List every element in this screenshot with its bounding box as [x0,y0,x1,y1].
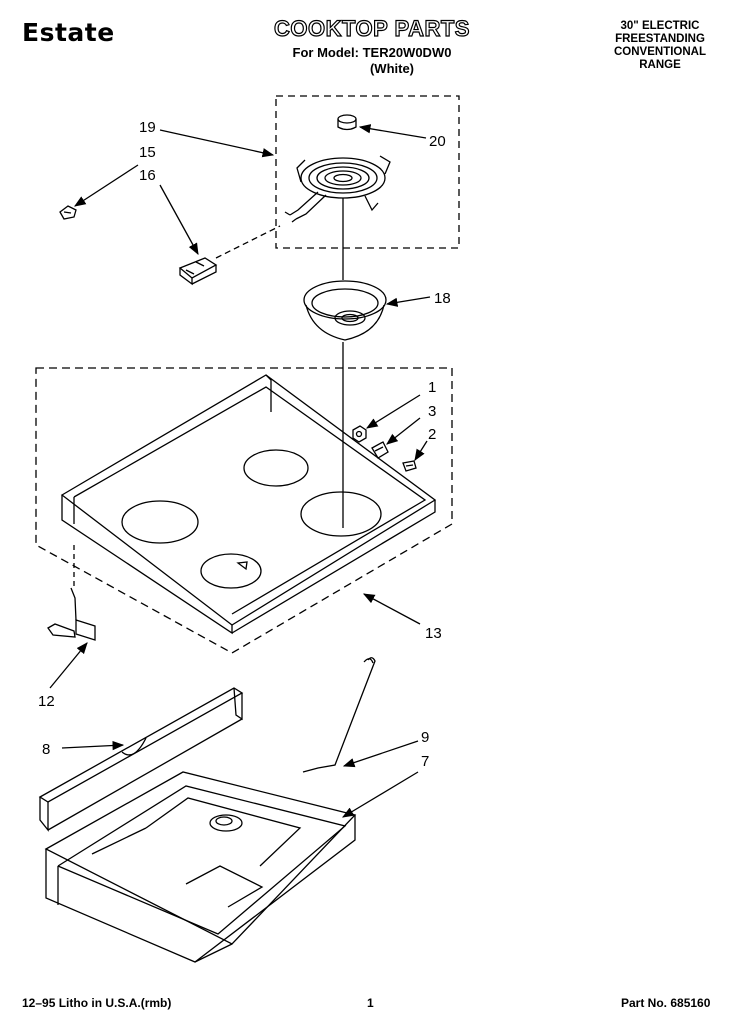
part-2-screw [402,460,417,472]
part-15-clip [59,205,77,220]
model-info: For Model: TER20W0DW0 (White) [262,45,482,77]
desc-line-4: RANGE [639,59,681,71]
callout-18: 18 [434,290,451,307]
callout-16: 16 [139,167,156,184]
part-number: Part No. 685160 [621,996,711,1010]
part-1-nut [352,425,367,443]
callout-1: 1 [428,379,436,396]
part-12-bracket [47,587,96,641]
part-20-terminal-block [337,114,357,131]
desc-line-3: CONVENTIONAL [614,46,706,58]
callout-19: 19 [139,119,156,136]
model-line: For Model: TER20W0DW0 [292,45,452,60]
color-line: (White) [369,61,415,76]
part-13-cooktop [60,374,437,635]
part-18-drip-bowl [303,280,387,341]
part-16-receptacle [178,257,218,286]
element-group-box [275,95,460,249]
callout-15: 15 [139,144,156,161]
callout-9: 9 [421,729,429,746]
part-7-burner-box [44,771,357,963]
part-8-brace [38,687,244,832]
part-19-surface-element [284,155,391,223]
page-number: 1 [367,996,374,1010]
desc-line-2: FREESTANDING [615,33,705,45]
page-title: COOKTOP PARTS [273,15,470,41]
callout-7: 7 [421,753,429,770]
part-9-rod [302,657,376,773]
desc-line-1: 30" ELECTRIC [620,20,700,32]
callout-13: 13 [425,625,442,642]
part-3-bracket [371,441,389,459]
callout-20: 20 [429,133,446,150]
callout-2: 2 [428,426,436,443]
brand-logo: Estate [22,18,115,47]
print-info: 12–95 Litho in U.S.A.(rmb) [22,996,172,1010]
appliance-description: 30" ELECTRIC FREESTANDING CONVENTIONAL R… [590,20,730,72]
callout-8: 8 [42,741,50,758]
callout-3: 3 [428,403,436,420]
callout-12: 12 [38,693,55,710]
cooktop-group-box [35,367,453,654]
